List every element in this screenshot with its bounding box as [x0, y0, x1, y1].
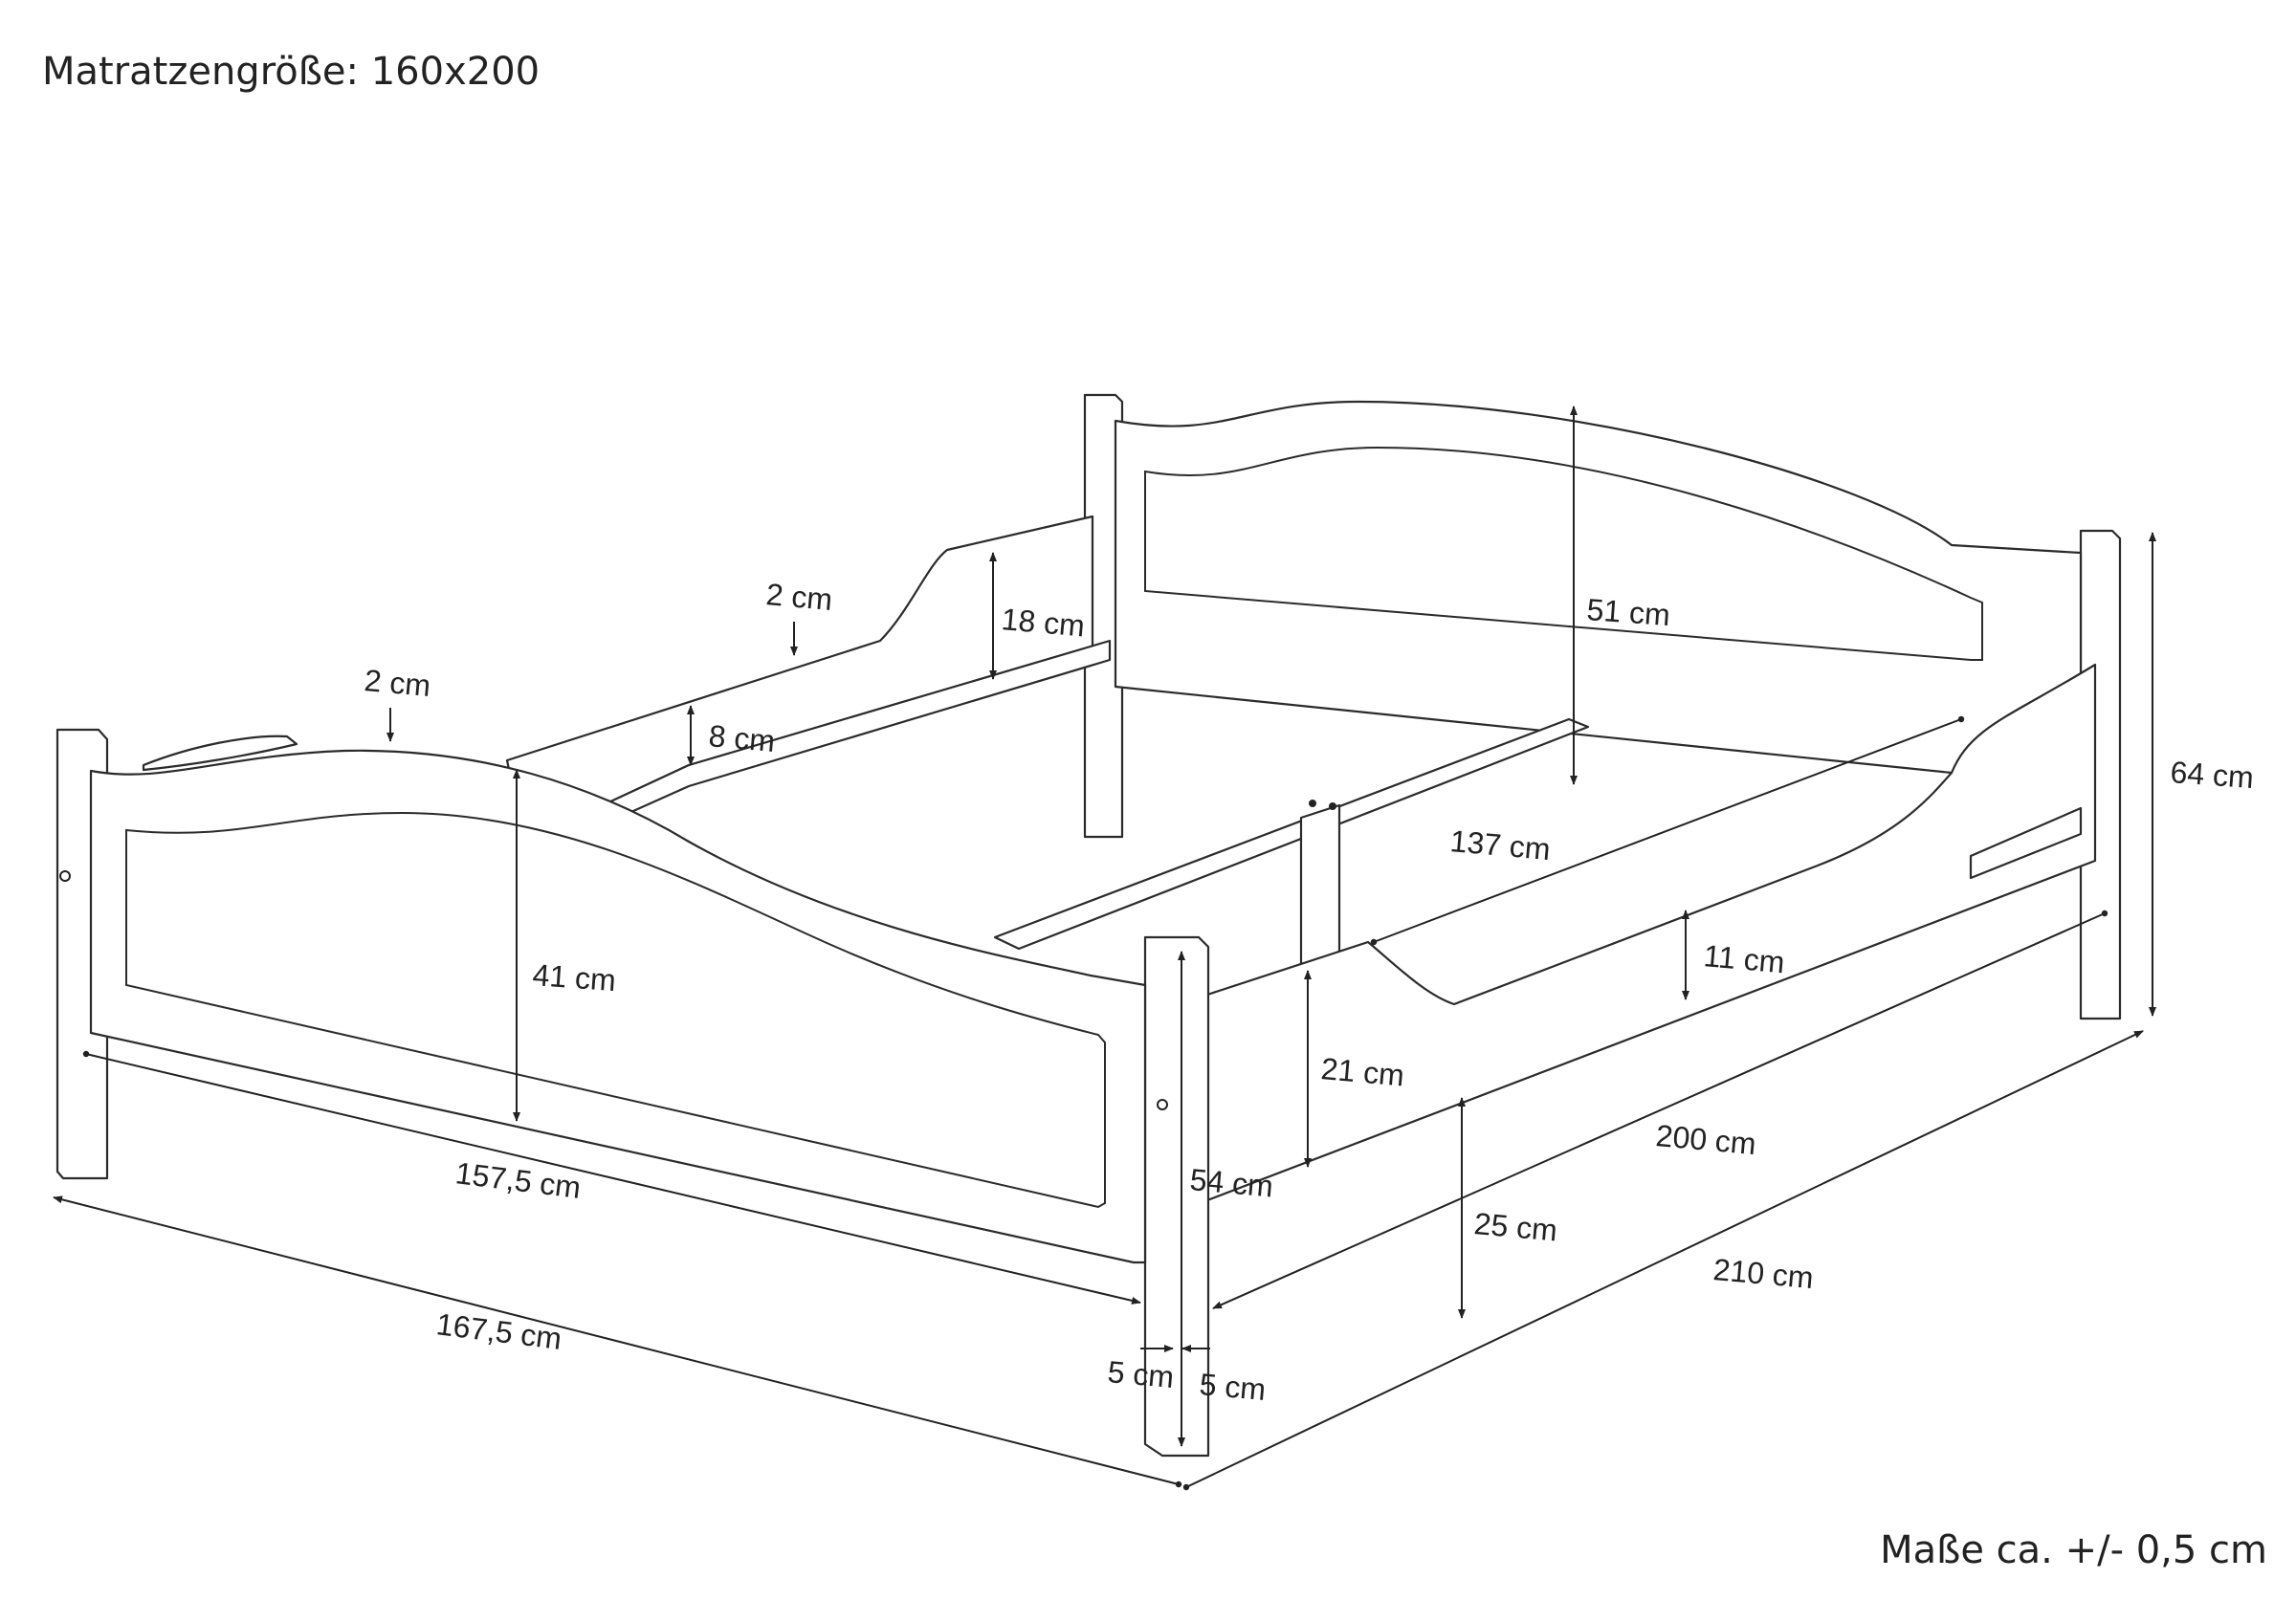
label-headboard-panel: 51 cm [1586, 592, 1671, 632]
label-rail-height: 18 cm [1000, 602, 1086, 643]
footboard-crest [142, 735, 298, 772]
dim-line-137 [1370, 715, 1965, 946]
left-rail-board [505, 515, 1094, 844]
label-clearance: 25 cm [1472, 1206, 1558, 1247]
label-rail-top: 2 cm [764, 577, 833, 617]
label-inner-length: 200 cm [1654, 1118, 1757, 1161]
tolerance-note: Maße ca. +/- 0,5 cm [1880, 1528, 2267, 1572]
label-footboard-post: 54 cm [1188, 1162, 1274, 1203]
center-beam-leg [1299, 803, 1341, 977]
headboard-inlay [1144, 446, 1983, 661]
dimension-lines [53, 406, 2156, 1491]
label-outer-length: 210 cm [1711, 1252, 1815, 1295]
right-rail-lower [1969, 806, 2083, 880]
headboard-panel [1114, 400, 2083, 775]
footboard [55, 728, 1210, 1458]
label-post-b: 5 cm [1198, 1367, 1267, 1407]
label-headboard-total: 64 cm [2170, 755, 2255, 795]
label-post-a: 5 cm [1106, 1354, 1175, 1394]
mattress-size-title: Matratzengröße: 160x200 [42, 50, 541, 94]
label-footboard-panel: 41 cm [532, 957, 617, 998]
label-side-rail-cut: 11 cm [1702, 938, 1786, 979]
dim-line-210 [1182, 1030, 2144, 1491]
label-side-rail: 21 cm [1319, 1051, 1405, 1092]
label-outer-width: 167,5 cm [434, 1306, 563, 1356]
label-rail-top-front: 2 cm [363, 663, 431, 703]
label-slat-support: 8 cm [707, 718, 776, 758]
label-inner-width-front: 157,5 cm [453, 1155, 583, 1205]
footboard-inlay [125, 811, 1106, 1209]
headboard [1083, 393, 2122, 1020]
label-inner-width-rear: 137 cm [1448, 823, 1552, 866]
dim-line-167-5 [53, 1195, 1182, 1488]
